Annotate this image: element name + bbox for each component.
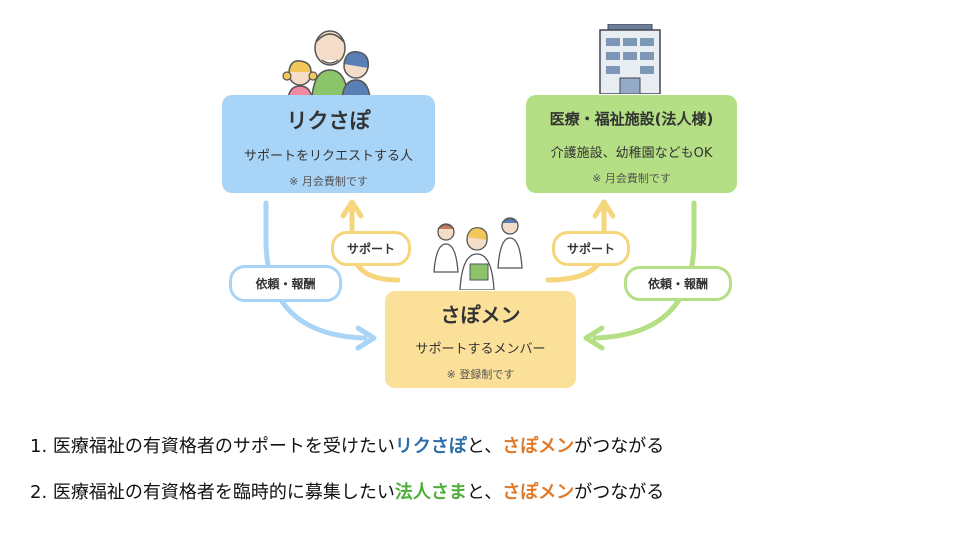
statement-1: 1. 医療福祉の有資格者のサポートを受けたいリクさぽと、さぽメンがつながる <box>30 432 664 458</box>
node-sapomen: さぽメン サポートするメンバー ※ 登録制です <box>385 291 576 388</box>
edge-label-support-right: サポート <box>552 231 630 266</box>
edge-label-request-right: 依頼・報酬 <box>624 266 732 301</box>
node-facility-note: ※ 月会費制です <box>592 172 671 185</box>
statement-1-number: 1. <box>30 436 48 457</box>
statement-2-highlight-sapomen: さぽメン <box>502 482 575 503</box>
node-facility-subtitle: 介護施設、幼稚園などもOK <box>550 146 713 161</box>
family-illustration <box>282 30 371 98</box>
statement-2-mid: と、 <box>466 482 503 503</box>
node-sapomen-title: さぽメン <box>440 303 521 327</box>
statement-1-highlight-rikusapo: リクさぽ <box>394 436 467 457</box>
statement-2: 2. 医療福祉の有資格者を臨時的に募集したい法人さまと、さぽメンがつながる <box>30 478 664 504</box>
statement-1-highlight-sapomen: さぽメン <box>502 436 575 457</box>
statement-2-pre: 医療福祉の有資格者を臨時的に募集したい <box>52 482 395 503</box>
node-sapomen-subtitle: サポートするメンバー <box>415 342 546 357</box>
node-facility: 医療・福祉施設(法人様) 介護施設、幼稚園などもOK ※ 月会費制です <box>526 95 737 193</box>
statement-2-post: がつながる <box>574 482 665 503</box>
node-sapomen-note: ※ 登録制です <box>446 368 515 381</box>
node-rikusapo: リクさぽ サポートをリクエストする人 ※ 月会費制です <box>222 95 435 193</box>
statement-1-pre: 医療福祉の有資格者のサポートを受けたい <box>52 436 395 457</box>
statement-1-mid: と、 <box>466 436 503 457</box>
building-illustration <box>599 24 661 94</box>
node-rikusapo-title: リクさぽ <box>286 109 371 133</box>
edge-label-request-left: 依頼・報酬 <box>229 265 342 302</box>
medical-staff-illustration <box>433 217 523 290</box>
statement-2-highlight-houjin: 法人さま <box>394 482 467 503</box>
node-rikusapo-subtitle: サポートをリクエストする人 <box>243 149 413 164</box>
node-facility-title: 医療・福祉施設(法人様) <box>549 110 714 128</box>
node-rikusapo-note: ※ 月会費制です <box>289 175 368 188</box>
edge-label-support-left: サポート <box>331 231 411 266</box>
statement-2-number: 2. <box>30 482 48 503</box>
statement-1-post: がつながる <box>574 436 665 457</box>
